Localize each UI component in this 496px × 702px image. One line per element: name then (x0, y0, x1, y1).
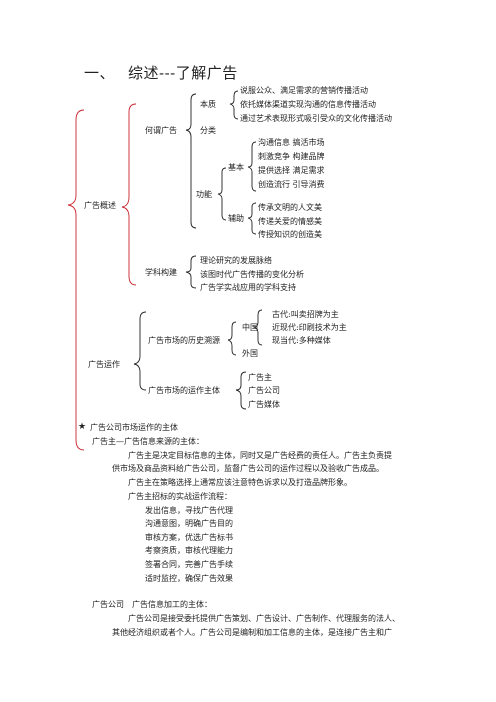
step-4: 考察资质，审核代理能力 (145, 546, 233, 555)
paragraph-4-line-2: 其他经济组织或者个人。广告公司是编制和加工信息的主体，是连接广告主和广 (112, 628, 392, 637)
auxiliary-item-2: 传递关爱的情感美 (258, 217, 322, 226)
bracket-subjects (235, 371, 247, 410)
step-2: 沟通意图，明确广告目的 (145, 519, 233, 528)
step-6: 适时监控，确保广告效果 (145, 574, 233, 583)
bracket-operation (133, 311, 147, 391)
paragraph-1-line-1: 广告主是决定目标信息的主体，同时又是广告经费的责任人。广告主负责提 (128, 451, 392, 460)
bracket-history (227, 321, 237, 356)
star-bullet: ★ (78, 422, 87, 432)
paragraph-4-line-1: 广告公司是接受委托提供广告策划、广告设计、广告制作、代理服务的法人、 (128, 614, 400, 623)
essence-item-1: 说服公众、满足需求的营销传播活动 (240, 86, 368, 95)
bracket-function (217, 167, 227, 221)
bracket-basic (247, 141, 257, 192)
paragraph-1-line-2: 供市场及商品资料给广告公司，监督广告公司的运作过程以及验收广告成品。 (112, 464, 384, 473)
paragraph-2: 广告主在策略选择上通常应该注意特色诉求以及打造品牌形象。 (128, 478, 352, 487)
node-auxiliary: 辅助 (228, 214, 244, 223)
essence-item-2: 依托媒体渠道实现沟通的信息传播活动 (240, 100, 376, 109)
step-3: 审核方案，优选广告标书 (145, 533, 233, 542)
bracket-auxiliary (247, 202, 257, 235)
node-ad-overview: 广告概述 (84, 201, 116, 210)
agency-label: 广告公司 (92, 600, 124, 609)
bracket-overview (121, 103, 137, 286)
step-1: 发出信息，寻找广告代理 (145, 506, 233, 515)
node-what-is-ad: 何谓广告 (145, 126, 177, 135)
essence-item-3: 通过艺术表现形式吸引受众的文化传播活动 (240, 114, 392, 123)
subject-item-3: 广告媒体 (248, 400, 280, 409)
subject-item-1: 广告主 (248, 373, 272, 382)
node-subjects: 广告市场的运作主体 (148, 386, 220, 395)
bracket-discipline (185, 255, 197, 289)
node-discipline: 学科构建 (145, 268, 177, 277)
china-item-1: 古代:叫卖招牌为主 (272, 310, 339, 319)
advertiser-heading: 广告主—广告信息来源的主体： (92, 437, 204, 446)
node-china: 中国 (242, 323, 258, 332)
step-5: 签署合同，完善广告手续 (145, 560, 233, 569)
discipline-item-2: 该图时代广告传播的变化分析 (200, 270, 304, 279)
bracket-essence (229, 90, 239, 120)
basic-item-3: 提供选择 满足需求 (258, 166, 325, 175)
node-foreign: 外国 (242, 349, 258, 358)
subject-item-2: 广告公司 (248, 386, 280, 395)
node-history: 广告市场的历史溯源 (148, 336, 220, 345)
body-section-title: 广告公司市场运作的主体 (90, 423, 178, 432)
node-function: 功能 (196, 190, 212, 199)
auxiliary-item-1: 传承文明的人文美 (258, 203, 322, 212)
discipline-item-1: 理论研究的发展脉络 (200, 256, 272, 265)
basic-item-2: 刺激竞争 构建品牌 (258, 152, 325, 161)
bracket-what-is (185, 93, 197, 229)
basic-item-1: 沟通信息 搞活市场 (258, 138, 325, 147)
china-item-2: 近现代:印刷技术为主 (272, 323, 347, 332)
node-essence: 本质 (200, 100, 216, 109)
auxiliary-item-3: 传授知识的创造美 (258, 230, 322, 239)
basic-item-4: 创造流行 引导消费 (258, 180, 325, 189)
china-item-3: 现当代:多种媒体 (272, 336, 331, 345)
bracket-root (67, 109, 85, 451)
agency-heading: 广告信息加工的主体： (132, 600, 212, 609)
node-basic: 基本 (228, 163, 244, 172)
section-title: 综述---了解广告 (128, 64, 238, 82)
section-number: 一、 (84, 64, 116, 82)
paragraph-3: 广告主招标的实战运作流程： (128, 492, 232, 501)
discipline-item-3: 广告学实战应用的学科支持 (200, 283, 296, 292)
node-classification: 分类 (200, 126, 216, 135)
node-ad-operation: 广告运作 (88, 360, 120, 369)
